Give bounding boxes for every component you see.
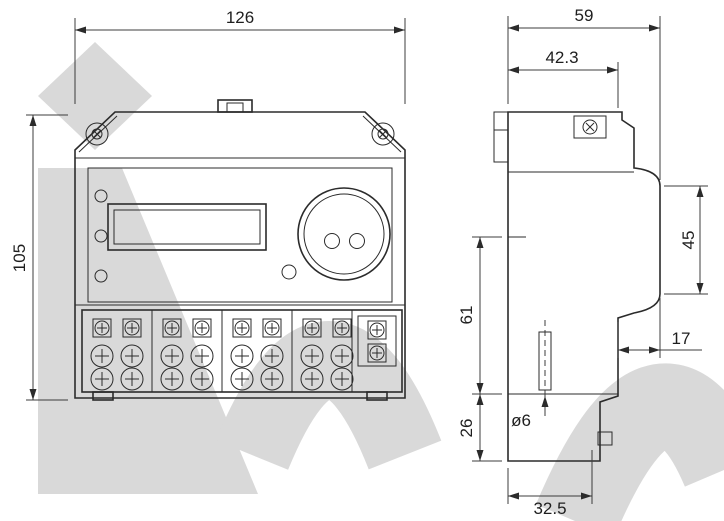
chamfer-line-left [78,115,118,153]
meter-body-outline [74,111,406,399]
terminal-screw-small [192,318,212,338]
dim-depth-front: 42.3 [508,48,619,108]
seal-screw-right [371,122,395,146]
terminal-block [81,309,403,393]
seal-screw-left [85,122,109,146]
dim-label-bottom-width: 32.5 [533,499,566,518]
dim-height: 105 [10,114,68,401]
terminal-block-outline [81,309,403,393]
din-clip-detail [597,431,613,446]
dim-label-depth: 59 [575,6,594,25]
indicator-led-2 [94,229,108,243]
optical-port-dial [297,187,391,281]
hanger-tab-slot [226,102,244,113]
lcd-window [107,203,267,251]
dim-lower-height: 61 [457,236,502,395]
dim-label-width: 126 [226,8,254,27]
dim-label-depth-front: 42.3 [545,48,578,67]
dim-window-height: 45 [664,185,708,295]
watermark-arch-1 [215,321,442,471]
faceplate [87,167,393,303]
dim-step-depth: 17 [617,298,702,358]
dim-depth: 59 [507,6,661,180]
watermark-arch-2 [535,363,724,521]
fixing-hole [538,331,552,391]
terminal-screw-small [232,318,252,338]
pushbutton [281,264,297,280]
mounting-foot-left [92,391,114,401]
dim-label-bottom-height: 26 [457,419,476,438]
hanger-tab [217,99,253,113]
side-seal-screw [573,115,607,139]
lcd-display [113,209,261,245]
dim-label-step-depth: 17 [672,329,691,348]
side-hanger-strip [493,111,509,163]
watermark-diamond [38,42,152,150]
side-profile-outline [507,111,661,462]
front-view [74,99,406,401]
indicator-led-3 [94,269,108,283]
dim-width: 126 [74,8,406,104]
dim-label-lower-height: 61 [457,306,476,325]
terminal-screw-small [262,318,282,338]
mounting-foot-right [366,391,388,401]
dim-label-height: 105 [10,244,29,272]
dim-label-hole-diameter: ø6 [511,411,531,430]
dim-bottom-width: 32.5 [507,450,593,518]
indicator-led-1 [94,189,108,203]
chamfer-line-right [362,115,402,153]
aux-terminal-block [357,315,397,367]
dim-bottom-height: 26 [457,394,502,462]
watermark-stem [38,168,258,494]
terminal-screw-large [230,344,254,368]
dim-hole-diameter: ø6 [511,396,549,430]
dim-label-window-height: 45 [679,231,698,250]
watermark-logo [38,42,724,521]
